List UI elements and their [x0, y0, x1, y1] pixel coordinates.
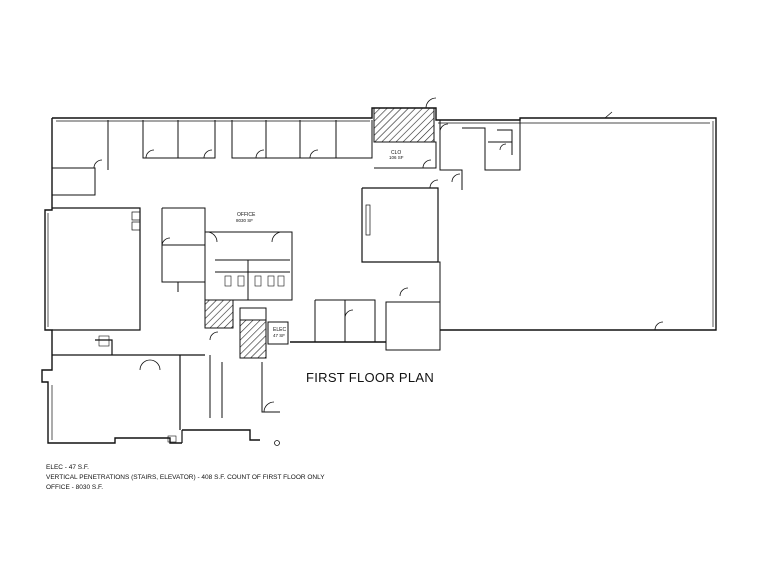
note-vertical-penetrations: VERTICAL PENETRATIONS (STAIRS, ELEVATOR)…	[46, 474, 325, 481]
note-office: OFFICE - 8030 S.F.	[46, 484, 104, 491]
area-notes: ELEC - 47 S.F. VERTICAL PENETRATIONS (ST…	[46, 463, 325, 493]
elevator-core	[239, 319, 267, 359]
plan-title: FIRST FLOOR PLAN	[306, 370, 435, 385]
office-label: OFFICE	[237, 212, 256, 218]
elec-area-label: 47 SF	[273, 333, 285, 338]
clo-area-label: 106 SF	[389, 155, 404, 160]
office-area-label: 8030 SF	[236, 218, 253, 223]
clo-label: CLO	[391, 150, 401, 156]
stair-core	[204, 299, 234, 329]
elec-label: ELEC	[273, 327, 286, 333]
exterior-wall	[41, 107, 717, 444]
note-elec: ELEC - 47 S.F.	[46, 464, 89, 471]
